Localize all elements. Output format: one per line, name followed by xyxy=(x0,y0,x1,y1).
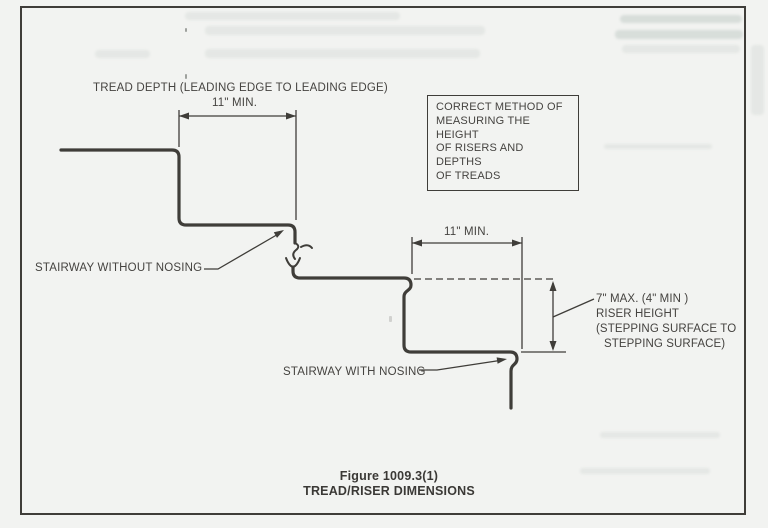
riser-height-label: 7" MAX. (4" MIN ) RISER HEIGHT (STEPPING… xyxy=(596,292,736,352)
scan-speck xyxy=(389,316,392,322)
bleed-through-artifact xyxy=(622,45,740,53)
note-line: CORRECT METHOD OF xyxy=(436,101,563,113)
correct-method-note-box: CORRECT METHOD OF MEASURING THE HEIGHT O… xyxy=(427,95,579,191)
stairway-with-nosing-label: STAIRWAY WITH NOSING xyxy=(283,366,426,378)
bleed-through-artifact xyxy=(95,50,150,58)
bottom-dimension-value: 11" MIN. xyxy=(444,226,490,238)
without-nosing-arrowhead xyxy=(273,230,284,238)
lower-stair-profile xyxy=(291,265,519,410)
riser-dim-arrow-top xyxy=(549,281,557,291)
top-dim-arrow-right xyxy=(286,112,296,120)
bleed-through-artifact xyxy=(620,15,742,23)
riser-label-line: 7" MAX. (4" MIN ) xyxy=(596,293,689,305)
line-break-squiggle-top xyxy=(292,242,300,260)
bleed-through-artifact xyxy=(615,30,743,39)
riser-label-line: (STEPPING SURFACE TO xyxy=(596,323,737,335)
bleed-through-artifact xyxy=(604,144,712,149)
bleed-through-artifact xyxy=(600,432,720,438)
stairway-without-nosing-label: STAIRWAY WITHOUT NOSING xyxy=(35,262,203,274)
tread-depth-label: TREAD DEPTH (LEADING EDGE TO LEADING EDG… xyxy=(93,82,388,94)
bleed-through-artifact xyxy=(205,49,480,58)
scan-speck xyxy=(185,28,187,32)
figure-border-frame xyxy=(20,6,746,515)
riser-label-leader-line xyxy=(552,298,595,318)
note-line: OF RISERS AND DEPTHS xyxy=(436,142,524,169)
figure-caption: Figure 1009.3(1) TREAD/RISER DIMENSIONS xyxy=(234,469,544,498)
scan-speck xyxy=(185,74,187,79)
with-nosing-leader-line xyxy=(419,359,504,371)
bleed-through-artifact xyxy=(205,26,485,35)
bottom-dim-arrow-left xyxy=(412,239,422,247)
without-nosing-leader-line xyxy=(204,232,281,270)
note-line: OF TREADS xyxy=(436,169,501,182)
riser-dim-arrow-bottom xyxy=(549,341,557,351)
riser-label-line: STEPPING SURFACE) xyxy=(604,338,726,350)
upper-stair-profile xyxy=(59,148,297,245)
top-dim-arrow-left xyxy=(179,112,189,120)
bottom-dim-arrow-right xyxy=(512,239,522,247)
top-dimension-value: 11" MIN. xyxy=(212,97,258,109)
bleed-through-artifact xyxy=(751,45,764,115)
bleed-through-artifact xyxy=(185,12,400,20)
with-nosing-arrowhead xyxy=(496,357,507,364)
figure-number: Figure 1009.3(1) xyxy=(339,469,439,483)
note-line: MEASURING THE HEIGHT xyxy=(436,114,531,141)
line-break-squiggle-flick xyxy=(300,244,313,249)
bleed-through-artifact xyxy=(580,468,710,474)
figure-title: TREAD/RISER DIMENSIONS xyxy=(303,483,475,498)
riser-label-line: RISER HEIGHT xyxy=(596,308,679,320)
